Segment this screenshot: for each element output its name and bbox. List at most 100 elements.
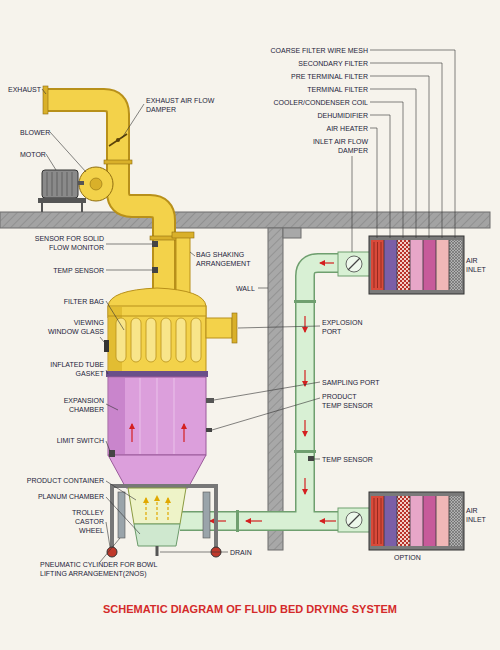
leader-line [106, 497, 140, 534]
part-label: TEMP SENSOR [53, 266, 104, 275]
leader-line [370, 128, 377, 238]
part-label: AIR HEATER [327, 124, 369, 133]
damper-spindle [116, 138, 120, 142]
slab-hatch [0, 212, 490, 228]
part-label: AIR INLET [466, 506, 496, 524]
leader-lines [42, 50, 455, 562]
leader-line [370, 63, 442, 238]
trolley-frame [112, 486, 216, 548]
filter-housing [108, 306, 206, 372]
leader-line [370, 115, 390, 238]
flow-arrow [167, 498, 168, 520]
motor-shaft [78, 181, 84, 185]
leader-line [370, 50, 455, 238]
flow-arrow [320, 262, 334, 263]
part-label: BLOWER [20, 128, 50, 137]
leader-line [314, 459, 320, 460]
filter-bags [116, 318, 201, 362]
chamber-shade [109, 378, 125, 454]
leader-line [122, 104, 144, 138]
leader-line [100, 538, 120, 562]
part-label: PLANUM CHAMBER [38, 492, 104, 501]
part-label: EXHAUST AIR FLOW DAMPER [146, 96, 216, 114]
leader-line [100, 337, 104, 342]
filter-bag [191, 318, 201, 362]
part-label: OPTION [394, 553, 421, 562]
flow-arrow [304, 316, 305, 332]
leader-line [160, 552, 228, 553]
part-label: TROLLEY CASTOR WHEEL [58, 508, 104, 535]
part-label: COARSE FILTER WIRE MESH [271, 46, 369, 55]
leader-line [106, 481, 136, 500]
chamber-highlight [140, 378, 174, 454]
flow-arrow [246, 520, 262, 521]
leader-line [190, 252, 195, 256]
part-label: EXHAUST [8, 85, 41, 94]
part-label: PRE TERMINAL FILTER [291, 72, 368, 81]
bowl-flow-arrows [146, 496, 168, 520]
leader-line [214, 382, 320, 400]
leader-line [106, 522, 110, 547]
leader-line [258, 288, 268, 289]
wall-bracket [283, 228, 301, 238]
exhaust-damper-blade [109, 134, 127, 146]
part-label: INLET AIR FLOW DAMPER [302, 137, 368, 155]
duct-flange [294, 300, 316, 303]
leader-line [352, 156, 353, 252]
motor-stand [42, 203, 82, 212]
leader-line [50, 132, 86, 172]
viewing-window [104, 340, 109, 352]
part-label: AIR INLET [466, 256, 496, 274]
explosion-flange [232, 313, 237, 343]
leader-line [46, 154, 56, 170]
plenum-chamber [134, 524, 180, 546]
part-label: EXPANSION CHAMBER [46, 396, 104, 414]
leader-line [106, 370, 108, 374]
part-label: TERMINAL FILTER [307, 85, 368, 94]
duct-flange [236, 510, 239, 532]
air-flow-arrows [210, 263, 336, 521]
leader-line [370, 89, 416, 238]
inflated-gasket [106, 371, 208, 377]
blower-housing [79, 167, 113, 201]
limit-switch [109, 450, 115, 457]
part-label: MOTOR [20, 150, 46, 159]
leader-line [42, 89, 46, 94]
sampling-port [206, 398, 214, 403]
part-label: LIMIT SWITCH [57, 436, 104, 445]
part-label: SENSOR FOR SOLID FLOW MONITOR [28, 234, 104, 252]
filter-bag [131, 318, 141, 362]
duct-flange [43, 86, 48, 114]
duct-flange [294, 450, 316, 453]
flow-arrow [304, 478, 305, 494]
leader-line [370, 102, 403, 238]
flow-arrow [183, 424, 184, 442]
flow-arrow [156, 496, 157, 520]
temp-sensor [152, 267, 158, 273]
filter-bag [146, 318, 156, 362]
part-label: PRODUCT CONTAINER [27, 476, 104, 485]
part-label: DRAIN [230, 548, 252, 557]
leader-line [106, 441, 110, 451]
diagram-title: SCHEMATIC DIAGRAM OF FLUID BED DRYING SY… [0, 602, 500, 616]
product-container [128, 488, 186, 524]
part-label: EXPLOSION PORT [322, 318, 372, 336]
leader-line [106, 270, 152, 271]
product-temp-sensor [206, 428, 212, 432]
part-label: WALL [236, 284, 255, 293]
part-label: SECONDARY FILTER [298, 59, 368, 68]
bag-shaker-cap [172, 232, 194, 238]
chamber-flow-arrows [132, 424, 184, 442]
flow-arrow [304, 420, 305, 436]
part-label: BAG SHAKING ARRANGEMENT [196, 250, 266, 268]
part-label: INFLATED TUBE GASKET [48, 360, 104, 378]
part-label: SAMPLING PORT [322, 378, 379, 387]
explosion-port [206, 318, 232, 338]
leader-line [106, 244, 152, 245]
part-label: PNEUMATIC CYLINDER FOR BOWL LIFTING ARRA… [40, 560, 160, 578]
air-handling-unit [338, 236, 464, 294]
flow-arrow [145, 498, 146, 520]
chamber-cone [108, 455, 206, 488]
part-label: PRODUCT TEMP SENSOR [322, 392, 374, 410]
